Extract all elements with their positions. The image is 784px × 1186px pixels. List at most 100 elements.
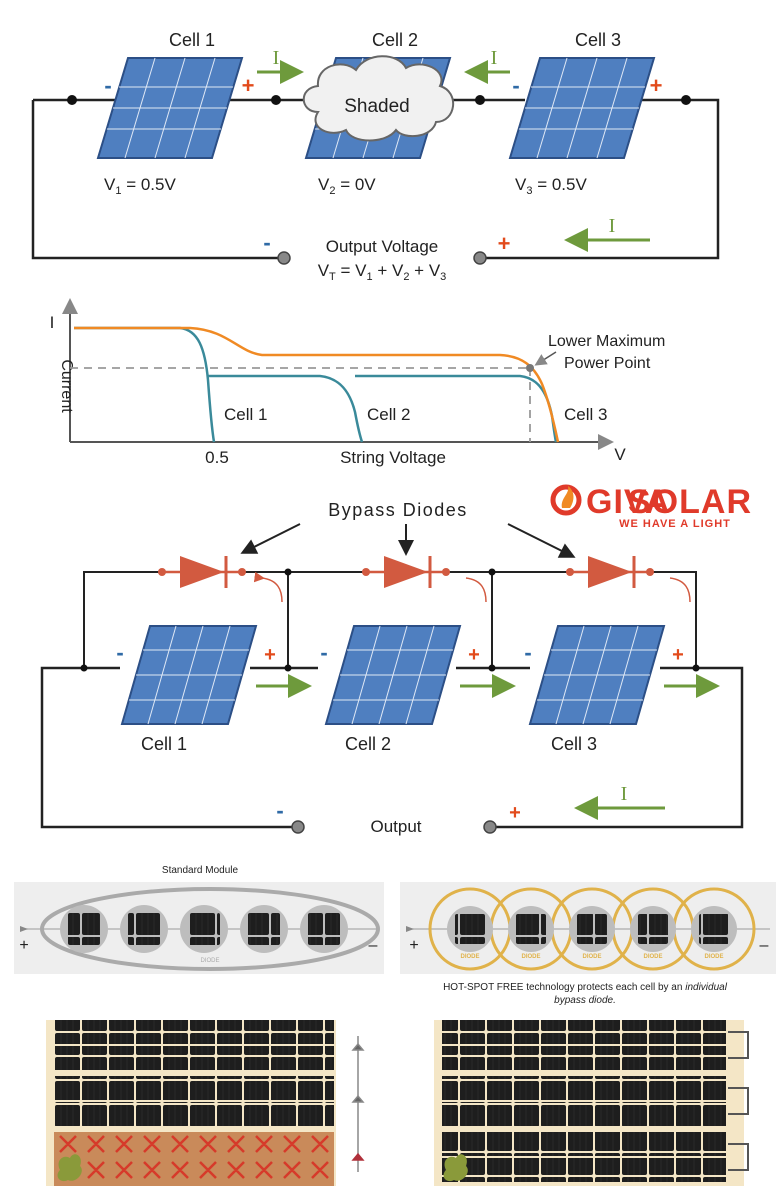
output-voltage-title: Output Voltage xyxy=(326,237,438,256)
bypass-diode-2 xyxy=(362,556,487,603)
series-circuit: Shaded Cell 1 Cell 2 Cell 3 - + - + I I … xyxy=(31,30,720,283)
shade-cloud: Shaded xyxy=(302,55,455,142)
output-minus: - xyxy=(263,230,270,255)
solar-panel-bypass-cell3 xyxy=(528,625,666,725)
cell3-voltage: V3 = 0.5V xyxy=(515,175,587,197)
current-symbol: I xyxy=(491,47,498,69)
bypass-cell1-label: Cell 1 xyxy=(141,734,187,754)
standard-cells xyxy=(60,905,348,953)
bypass-diode-3 xyxy=(566,556,691,603)
bypass-minus: - xyxy=(116,640,123,665)
bypass-plus: + xyxy=(672,644,684,666)
x-axis-label: String Voltage xyxy=(340,448,446,467)
cell1-minus: - xyxy=(104,73,111,98)
standard-bypass-diodes xyxy=(351,1036,365,1172)
diode-tag: DIODE xyxy=(582,954,601,960)
logo-slogan: WE HAVE A LIGHT xyxy=(619,518,731,530)
flame-icon xyxy=(561,486,574,508)
diode-tag: DIODE xyxy=(704,954,723,960)
output-plus: + xyxy=(509,802,521,824)
output-minus: - xyxy=(276,798,283,823)
hotspot-minus: – xyxy=(760,937,769,954)
string-curve xyxy=(74,326,560,443)
shaded-cells xyxy=(59,1135,329,1179)
cell2-label: Cell 2 xyxy=(372,30,418,50)
cell1-voltage: V1 = 0.5V xyxy=(104,175,176,197)
standard-module-grid xyxy=(46,1020,365,1186)
iv-chart: I Current V String Voltage 0.5 Lower Max… xyxy=(50,298,665,467)
output-terminal-plus xyxy=(473,251,487,265)
solar-panel-bypass-cell2 xyxy=(324,625,462,725)
node-dot xyxy=(475,95,485,105)
x-tick-label: 0.5 xyxy=(205,448,229,467)
diode-tag: DIODE xyxy=(521,954,540,960)
cell3-curve-label: Cell 3 xyxy=(564,405,607,424)
diode-tag: DIODE xyxy=(460,954,479,960)
diode-tag: DIODE xyxy=(643,954,662,960)
cell3-minus: - xyxy=(512,73,519,98)
current-symbol: I xyxy=(609,215,616,237)
current-symbol: I xyxy=(621,783,628,805)
cell2-curve xyxy=(208,374,364,443)
bypass-diodes-title: Bypass Diodes xyxy=(328,500,468,520)
output-terminal-minus xyxy=(291,820,305,834)
hotspot-caption-line1: HOT-SPOT FREE technology protects each c… xyxy=(443,982,728,993)
logo-g-mark xyxy=(550,484,582,516)
solar-panel-cell1 xyxy=(96,57,244,159)
output-plus: + xyxy=(498,231,511,256)
mpp-marker xyxy=(526,364,534,372)
x-axis-symbol: V xyxy=(614,445,626,464)
cell3-plus: + xyxy=(650,73,663,98)
givasolar-logo: GIVA SOLAR WE HAVE A LIGHT xyxy=(550,483,752,530)
hotspot-bypass-wires xyxy=(728,1031,749,1171)
module-comparison: Standard Module DIODE + – xyxy=(14,865,776,1186)
cell1-plus: + xyxy=(242,73,255,98)
series-wire xyxy=(31,98,720,260)
standard-plus: + xyxy=(19,937,28,954)
solar-panel-cell3 xyxy=(508,57,656,159)
cell2-curve-label: Cell 2 xyxy=(367,405,410,424)
current-symbol: I xyxy=(273,47,280,69)
leaf-icon xyxy=(443,1154,468,1182)
standard-minus: – xyxy=(369,937,378,954)
pointer-arrow xyxy=(240,523,301,554)
standard-module-title: Standard Module xyxy=(162,865,239,876)
mpp-pointer xyxy=(534,351,557,366)
mpp-annotation-line2: Power Point xyxy=(564,355,651,372)
y-axis-label: Current xyxy=(58,359,75,413)
output-terminal-minus xyxy=(277,251,291,265)
node-dot xyxy=(271,95,281,105)
y-axis-symbol: I xyxy=(50,313,55,332)
output-label: Output xyxy=(370,817,421,836)
cell1-curve-label: Cell 1 xyxy=(224,405,267,424)
bypass-minus: - xyxy=(524,640,531,665)
node-dot xyxy=(681,95,691,105)
bypass-minus: - xyxy=(320,640,327,665)
solar-panel-bypass-cell1 xyxy=(120,625,258,725)
pointer-arrow xyxy=(507,523,576,558)
hotspot-caption-line2: bypass diode. xyxy=(554,995,616,1006)
bypass-plus: + xyxy=(468,644,480,666)
bypass-cell2-label: Cell 2 xyxy=(345,734,391,754)
node-dot xyxy=(67,95,77,105)
cell2-voltage: V2 = 0V xyxy=(318,175,376,197)
single-diode-loop xyxy=(40,887,380,971)
hotspot-plus: + xyxy=(409,937,418,954)
cell1-label: Cell 1 xyxy=(169,30,215,50)
hotspot-cells xyxy=(447,906,737,952)
bypass-diode-1 xyxy=(158,556,283,603)
mpp-annotation-line1: Lower Maximum xyxy=(548,333,665,350)
hotspot-module-grid xyxy=(434,1020,749,1186)
logo-brand-first: GIVA xyxy=(586,483,671,521)
leaf-icon xyxy=(57,1154,82,1182)
cell1-curve xyxy=(74,326,216,443)
cell3-label: Cell 3 xyxy=(575,30,621,50)
bypass-plus: + xyxy=(264,644,276,666)
shaded-label: Shaded xyxy=(344,96,410,117)
logo-brand-main: SOLAR xyxy=(628,483,752,521)
output-terminal-plus xyxy=(483,820,497,834)
diode-tag: DIODE xyxy=(200,958,219,964)
output-voltage-equation: VT = V1 + V2 + V3 xyxy=(318,261,447,283)
bypass-cell3-label: Cell 3 xyxy=(551,734,597,754)
